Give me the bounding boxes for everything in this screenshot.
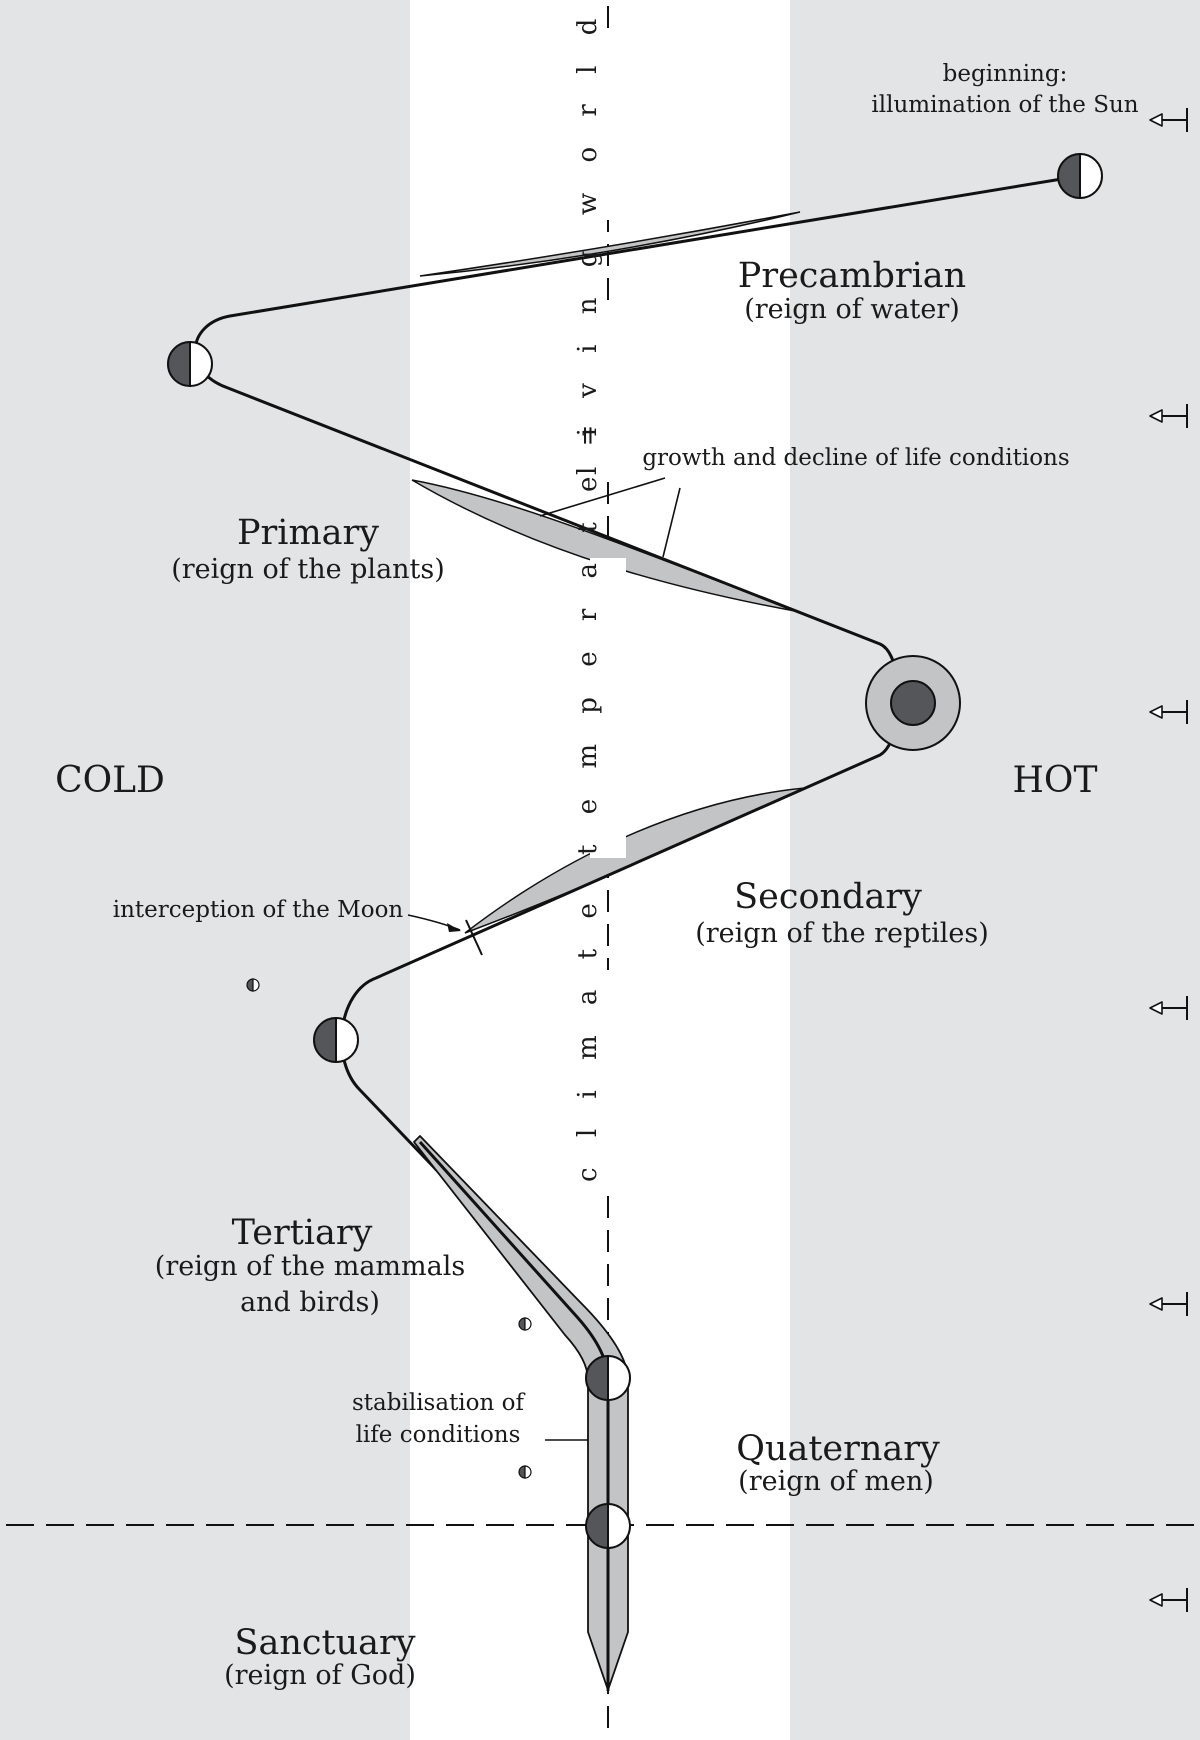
half-moon-icon <box>167 340 213 388</box>
interception-leader-head <box>447 923 461 932</box>
era-sanctuary: Sanctuary <box>235 1623 416 1663</box>
era-primary-sub: (reign of the plants) <box>171 554 445 585</box>
era-quaternary-sub: (reign of men) <box>738 1466 934 1497</box>
vertical-label-worlds: w o r l d s <box>573 0 603 215</box>
era-sanctuary-sub: (reign of God) <box>224 1660 416 1691</box>
vertical-label-climate: c l i m a t e <box>573 892 603 1182</box>
vertical-label-temperate: t e m p e r a t e = <box>573 414 603 855</box>
hot-label: HOT <box>1013 760 1098 801</box>
small-moon-icon <box>246 978 260 992</box>
half-moon-icon <box>585 1354 631 1402</box>
small-moon-icon <box>518 1465 532 1479</box>
era-precambrian-sub: (reign of water) <box>744 294 960 325</box>
growth-leader-1 <box>539 477 666 517</box>
small-moon-icon <box>518 1317 532 1331</box>
beginning-label-2: illumination of the Sun <box>871 92 1138 118</box>
growth-leader-2 <box>662 487 681 558</box>
cold-label: COLD <box>55 760 165 801</box>
vertical-label-living: l i v i n g <box>573 240 603 475</box>
beginning-label: beginning: <box>943 61 1068 87</box>
era-precambrian: Precambrian <box>738 256 966 296</box>
era-tertiary-sub: (reign of the mammals <box>155 1251 465 1282</box>
sun-disc-icon <box>865 655 961 751</box>
lens-precambrian <box>419 211 801 277</box>
era-tertiary-sub-2: and birds) <box>240 1287 380 1318</box>
half-moon-icon <box>1057 152 1103 200</box>
era-secondary: Secondary <box>734 877 922 917</box>
interception-annotation: interception of the Moon <box>113 897 404 923</box>
half-moon-icon <box>585 1502 631 1550</box>
cold-band <box>0 0 410 1740</box>
half-moon-icon <box>313 1016 359 1064</box>
stabilisation-annotation: stabilisation of <box>352 1390 525 1416</box>
stabilisation-annotation-2: life conditions <box>356 1422 521 1448</box>
era-primary: Primary <box>237 513 379 553</box>
era-tertiary: Tertiary <box>232 1213 373 1253</box>
era-secondary-sub: (reign of the reptiles) <box>695 918 989 949</box>
growth-annotation: growth and decline of life conditions <box>642 445 1069 471</box>
era-quaternary: Quaternary <box>736 1429 940 1469</box>
hot-band <box>790 0 1200 1740</box>
interception-tick <box>465 919 483 956</box>
